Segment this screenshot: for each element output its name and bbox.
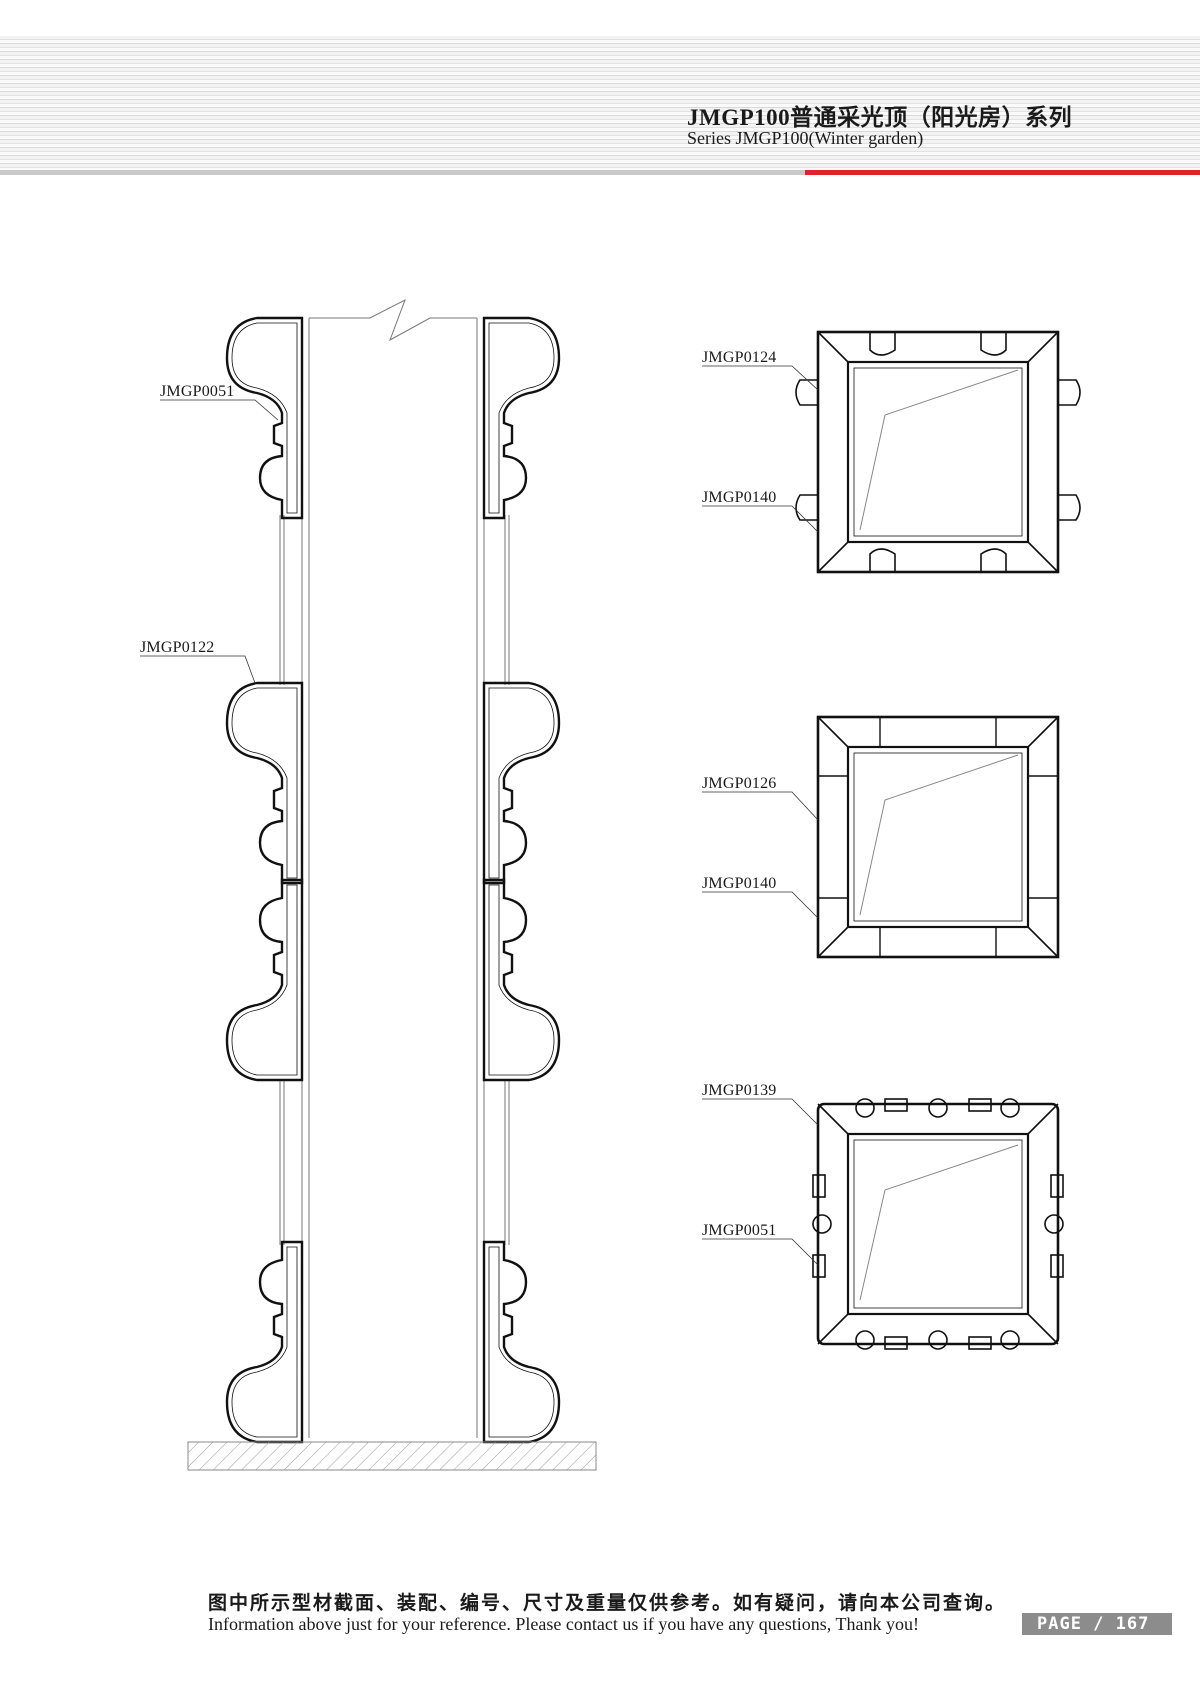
label-jmgp0140-b: JMGP0140	[702, 875, 777, 892]
label-jmgp0126: JMGP0126	[702, 775, 777, 792]
ground-base	[187, 1441, 597, 1471]
section-jmgp0124	[795, 330, 1081, 574]
elevation-profiles-left	[225, 316, 304, 1444]
label-jmgp0139: JMGP0139	[702, 1082, 777, 1099]
label-jmgp0140-a: JMGP0140	[702, 489, 777, 506]
footer-note-cn: 图中所示型材截面、装配、编号、尺寸及重量仅供参考。如有疑问，请向本公司查询。	[208, 1592, 1007, 1614]
header-rule	[0, 170, 805, 175]
header-accent-rule	[805, 170, 1200, 175]
elevation-profiles-right	[484, 318, 559, 1442]
section-jmgp0126	[816, 715, 1060, 959]
label-jmgp0124: JMGP0124	[702, 349, 777, 366]
label-jmgp0122: JMGP0122	[140, 639, 215, 656]
footer-note-en: Information above just for your referenc…	[208, 1614, 919, 1634]
page-subtitle: Series JMGP100(Winter garden)	[687, 128, 924, 148]
page-number: PAGE / 167	[1022, 1613, 1172, 1635]
section-jmgp0139	[812, 1098, 1064, 1350]
elevation-glass	[279, 298, 510, 1438]
label-jmgp0051-elevation: JMGP0051	[160, 383, 235, 400]
label-jmgp0051-section: JMGP0051	[702, 1222, 777, 1239]
page-title: JMGP100普通采光顶（阳光房）系列	[687, 105, 1073, 130]
header-band	[0, 36, 1200, 173]
